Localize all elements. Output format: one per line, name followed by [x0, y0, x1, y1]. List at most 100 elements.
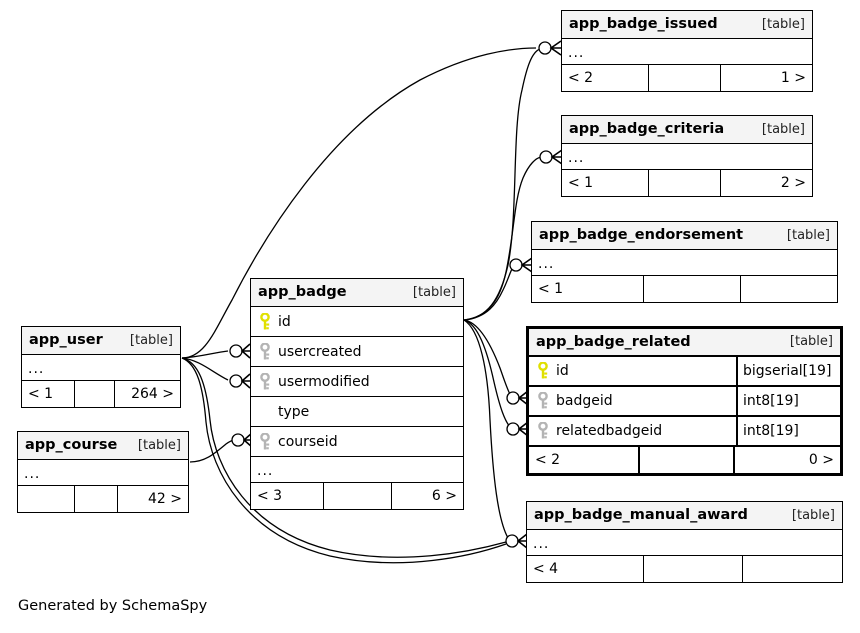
table-app-badge-manual-award[interactable]: app_badge_manual_award [table] ... < 4 — [526, 501, 843, 583]
table-name: app_course — [25, 437, 118, 453]
footer-parents-count — [18, 486, 76, 512]
foreign-key-icon — [257, 432, 273, 451]
table-footer: < 1 2 > — [562, 170, 812, 196]
edge-app-badge-app-badge-endorsement — [463, 266, 514, 321]
footer-parents-count: < 1 — [562, 170, 650, 196]
footer-parents-count: < 4 — [527, 556, 645, 582]
table-app-course[interactable]: app_course [table] ... 42 > — [17, 431, 189, 513]
footer-middle-cell — [649, 65, 721, 91]
table-type-tag: [table] — [786, 227, 830, 243]
primary-key-icon — [257, 312, 273, 331]
edge-app-badge-app-badge-manual-award — [463, 319, 509, 539]
footer-parents-count: < 1 — [532, 276, 645, 302]
column-label: type — [278, 403, 310, 420]
column-name-cell: badgeid — [529, 392, 736, 410]
table-name: app_badge_endorsement — [539, 227, 744, 243]
column-row[interactable]: usercreated — [251, 337, 463, 367]
table-footer: 42 > — [18, 486, 188, 512]
footer-children-count: 0 > — [808, 452, 834, 468]
foreign-key-icon — [535, 392, 551, 410]
table-name: app_user — [29, 332, 103, 348]
table-footer: < 1 264 > — [22, 381, 180, 407]
column-label: usercreated — [278, 343, 362, 360]
table-app-badge-related[interactable]: app_badge_related [table] id bigserial[1… — [526, 326, 843, 476]
edge-app-badge-app-badge-criteria — [463, 156, 542, 321]
table-type-tag: [table] — [412, 284, 456, 300]
column-row[interactable]: badgeid int8[19] — [529, 387, 840, 417]
table-type-tag: [table] — [761, 16, 805, 32]
footer-children-count — [741, 276, 837, 302]
table-ellipsis-row: ... — [532, 250, 837, 276]
footer-middle-cell — [324, 483, 392, 509]
table-app-badge-issued[interactable]: app_badge_issued [table] ... < 2 1 > — [561, 10, 813, 92]
foreign-key-icon — [257, 372, 273, 391]
column-name-cell: type — [251, 404, 463, 420]
edge-app-course-app-badge-courseid — [189, 438, 237, 463]
column-row[interactable]: id — [251, 307, 463, 337]
footer-middle-cell — [644, 556, 743, 582]
column-name-cell: usermodified — [251, 372, 463, 391]
column-row[interactable]: id bigserial[19] — [529, 357, 840, 387]
column-label: relatedbadgeid — [556, 423, 663, 439]
column-name-cell: usercreated — [251, 342, 463, 361]
footer-children-count — [743, 556, 842, 582]
primary-key-icon — [535, 362, 551, 380]
table-title-bar: app_badge_related [table] — [529, 329, 840, 357]
table-title-bar: app_badge_issued [table] — [562, 11, 812, 39]
table-name: app_badge_manual_award — [534, 507, 748, 523]
table-title-bar: app_badge_criteria [table] — [562, 116, 812, 144]
foreign-key-icon — [535, 422, 551, 440]
table-app-badge-criteria[interactable]: app_badge_criteria [table] ... < 1 2 > — [561, 115, 813, 197]
footer-middle-cell — [75, 381, 115, 407]
footer-middle-cell — [75, 486, 118, 512]
table-ellipsis-row: ... — [18, 460, 188, 486]
column-row[interactable]: relatedbadgeid int8[19] — [529, 417, 840, 447]
table-footer: < 2 1 > — [562, 65, 812, 91]
table-title-bar: app_badge_manual_award [table] — [527, 502, 842, 530]
column-label: usermodified — [278, 373, 370, 390]
column-name-cell: id — [251, 312, 463, 331]
table-title-bar: app_course [table] — [18, 432, 188, 460]
column-label: courseid — [278, 433, 338, 450]
table-name: app_badge_related — [536, 333, 691, 350]
table-ellipsis-row: ... — [562, 39, 812, 65]
table-title-bar: app_badge [table] — [251, 279, 463, 307]
column-label: id — [556, 363, 569, 379]
footer-children-count: 42 > — [148, 491, 182, 507]
table-name: app_badge_criteria — [569, 121, 725, 137]
table-ellipsis-row: ... — [22, 355, 180, 381]
table-title-bar: app_badge_endorsement [table] — [532, 222, 837, 250]
table-footer: < 4 — [527, 556, 842, 582]
footer-parents-count: < 3 — [251, 483, 325, 509]
table-ellipsis-row: ... — [527, 530, 842, 556]
footer-children-count: 6 > — [431, 488, 457, 504]
footer-middle-cell — [640, 447, 736, 473]
table-name: app_badge — [258, 284, 347, 300]
edge-app-user-app-badge-usermodified — [181, 357, 229, 381]
footer-middle-cell — [649, 170, 721, 196]
table-footer: < 3 6 > — [251, 483, 463, 509]
table-app-badge[interactable]: app_badge [table] id — [250, 278, 464, 510]
column-label: badgeid — [556, 393, 613, 409]
footer-children-count: 1 > — [780, 70, 806, 86]
footer-children-count: 264 > — [131, 386, 174, 402]
column-row[interactable]: usermodified — [251, 367, 463, 397]
column-row[interactable]: courseid — [251, 427, 463, 457]
table-app-badge-endorsement[interactable]: app_badge_endorsement [table] ... < 1 — [531, 221, 838, 303]
generated-by-credit: Generated by SchemaSpy — [18, 598, 208, 614]
column-row[interactable]: type — [251, 397, 463, 427]
table-name: app_badge_issued — [569, 16, 718, 32]
table-app-user[interactable]: app_user [table] ... < 1 264 > — [21, 326, 181, 408]
footer-parents-count: < 2 — [562, 65, 650, 91]
footer-parents-count: < 1 — [22, 381, 76, 407]
footer-middle-cell — [644, 276, 741, 302]
column-type: int8[19] — [736, 387, 840, 415]
table-type-tag: [table] — [789, 334, 833, 349]
column-name-cell: relatedbadgeid — [529, 422, 736, 440]
table-type-tag: [table] — [129, 332, 173, 348]
footer-parents-count: < 2 — [529, 447, 640, 473]
table-title-bar: app_user [table] — [22, 327, 180, 355]
column-type: bigserial[19] — [736, 357, 840, 385]
table-ellipsis-row: ... — [251, 457, 463, 483]
